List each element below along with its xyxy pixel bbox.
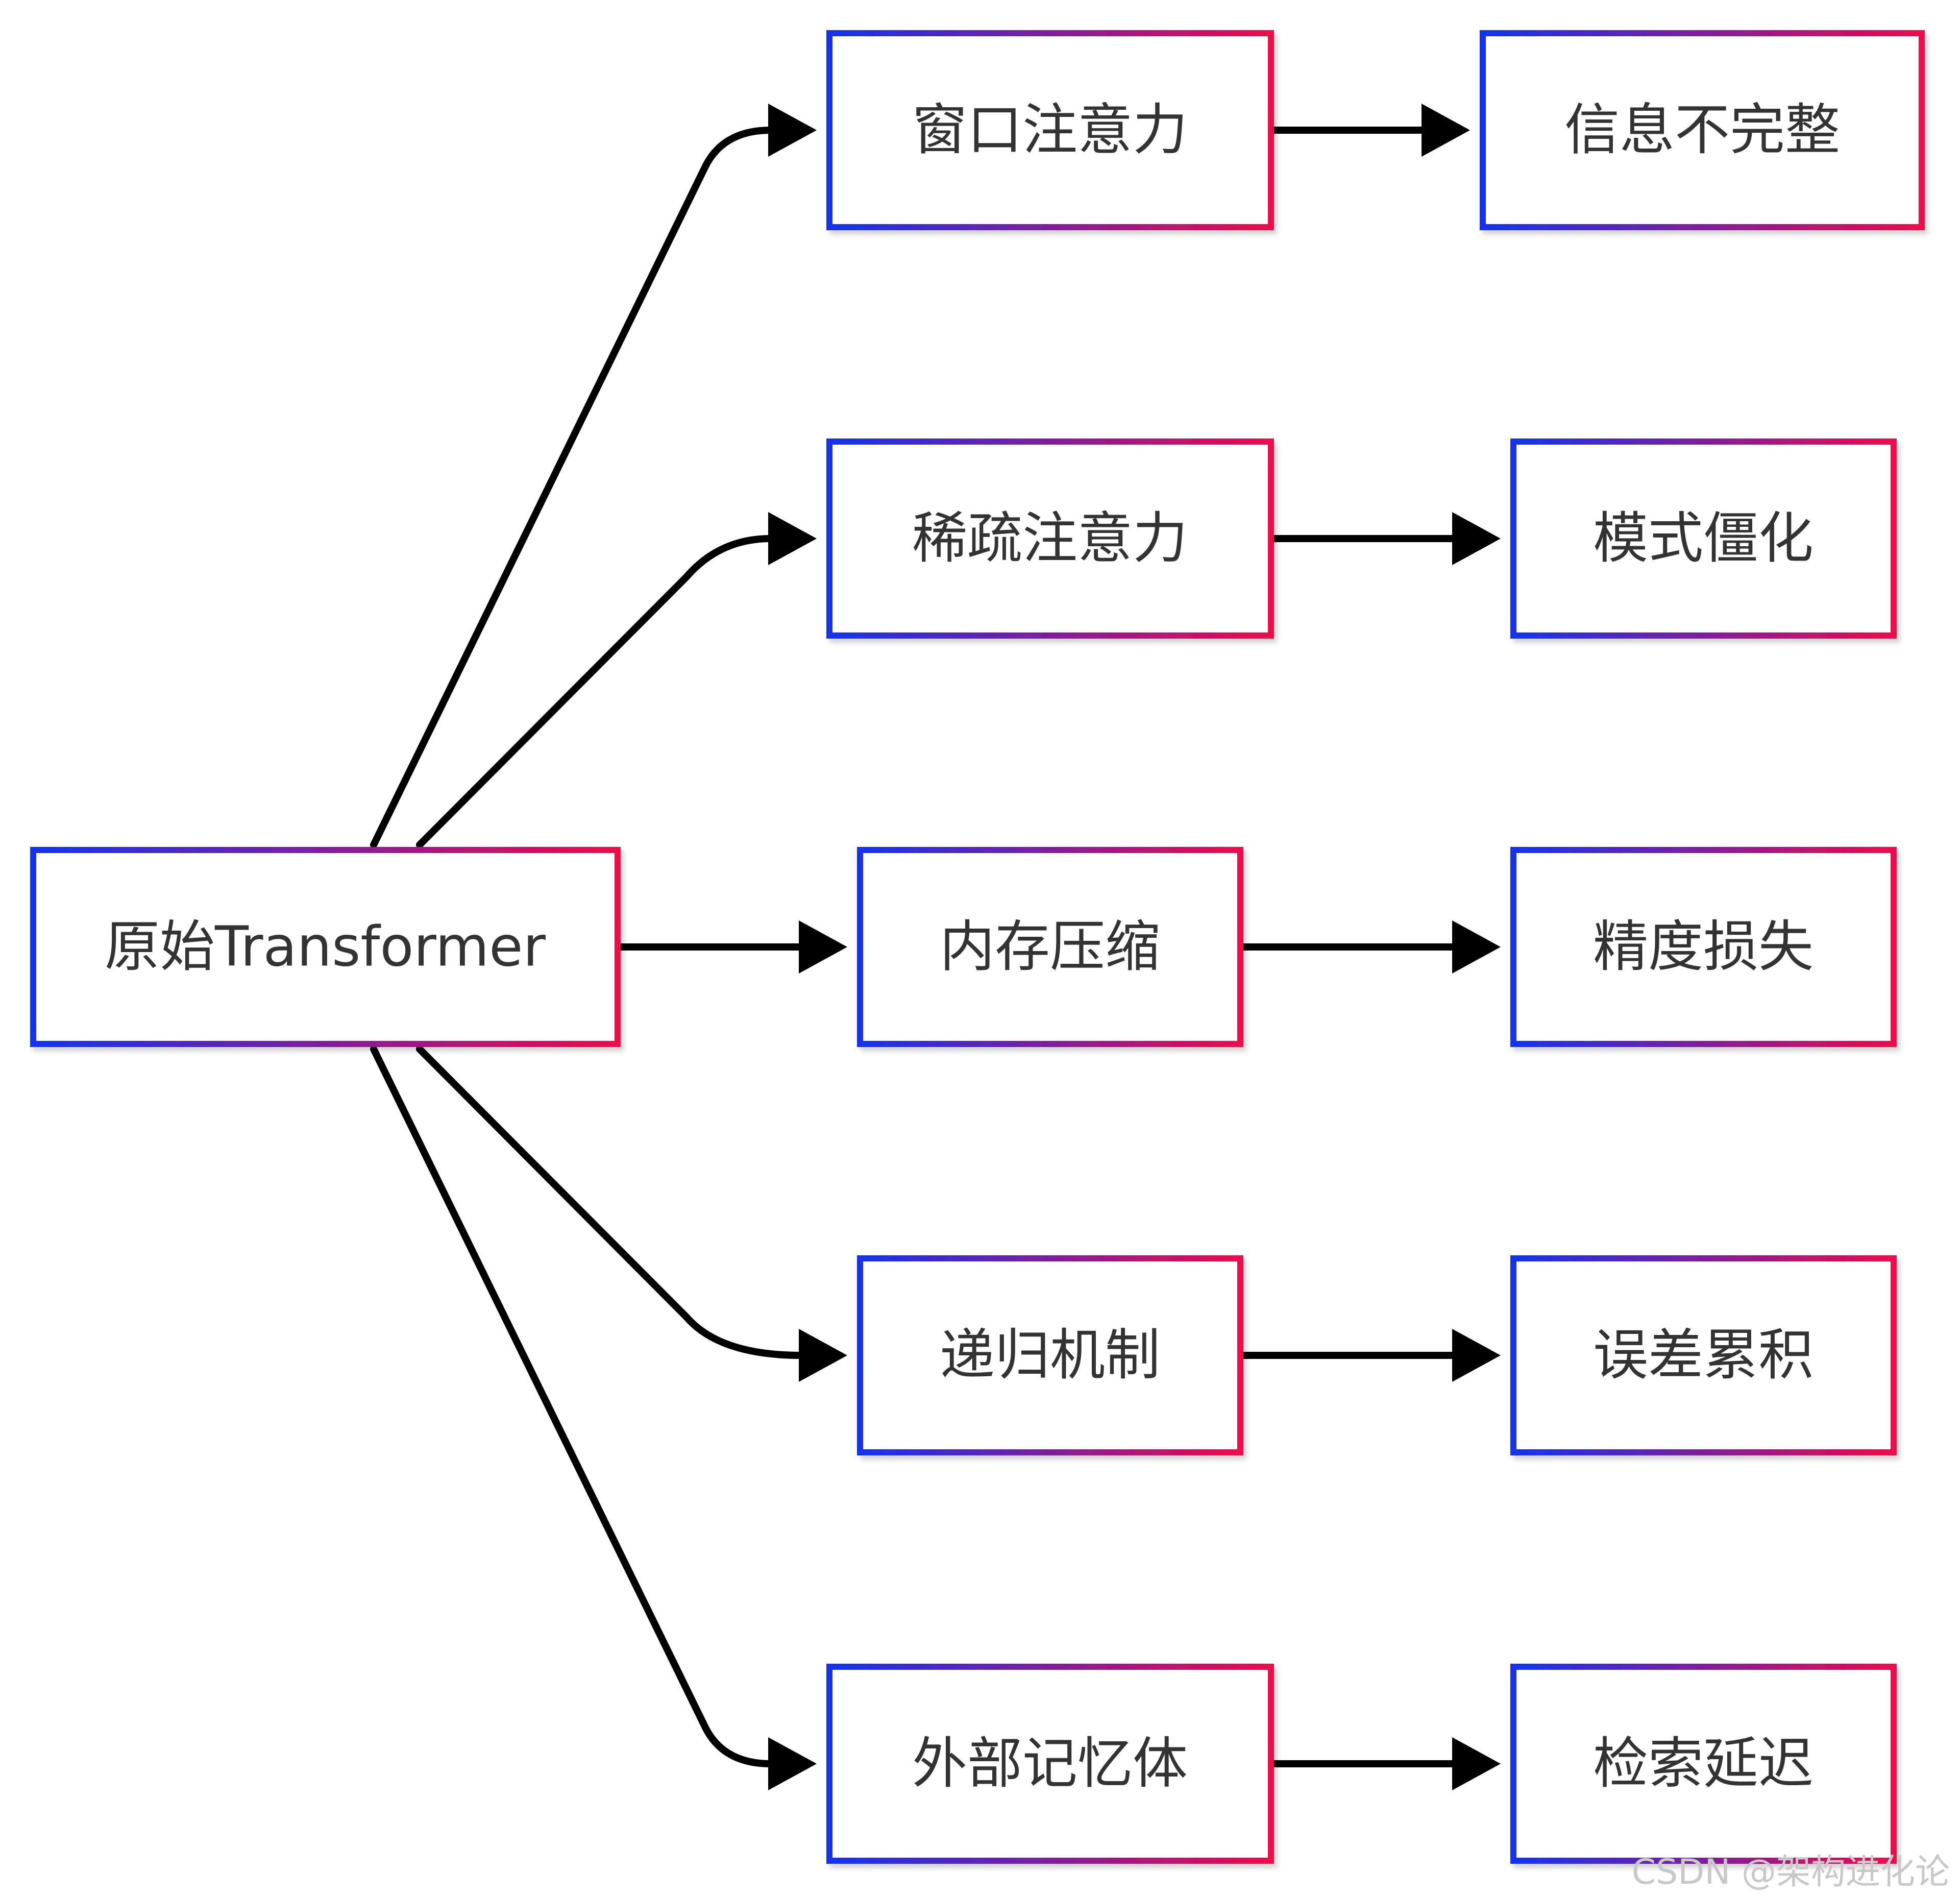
node-window-attention-label: 窗口注意力	[912, 99, 1188, 162]
node-sparse-attention-label: 稀疏注意力	[912, 507, 1188, 571]
node-root: 原始Transformer	[30, 847, 621, 1047]
edge-root-to-external-memory	[370, 1045, 774, 1767]
node-error-accumulation-label: 误差累积	[1593, 1324, 1814, 1388]
node-rigid-patterns-label: 模式僵化	[1593, 507, 1814, 571]
node-recurrent-mechanism: 递归机制	[857, 1255, 1243, 1455]
node-retrieval-latency-label: 检索延迟	[1593, 1732, 1814, 1796]
arrowhead-memory-compression	[799, 920, 847, 974]
arrowhead-error-accumulation	[1452, 1329, 1501, 1382]
edge-root-to-window-attention	[370, 127, 774, 848]
node-rigid-patterns-box	[1510, 439, 1897, 639]
edges	[370, 127, 1458, 1767]
arrowheads	[768, 104, 1501, 1790]
node-error-accumulation-box	[1510, 1255, 1897, 1455]
edge-root-to-recurrent-mechanism	[416, 1045, 805, 1359]
node-sparse-attention: 稀疏注意力	[826, 439, 1274, 639]
node-precision-loss: 精度损失	[1510, 847, 1897, 1047]
arrowhead-sparse-attention	[768, 512, 817, 565]
arrowhead-external-memory	[768, 1737, 817, 1790]
node-root-label: 原始Transformer	[105, 915, 546, 979]
node-memory-compression: 内存压缩	[857, 847, 1243, 1047]
arrowhead-window-attention	[768, 104, 817, 157]
arrowhead-rigid-patterns	[1452, 512, 1501, 565]
node-precision-loss-box	[1510, 847, 1897, 1047]
node-error-accumulation: 误差累积	[1510, 1255, 1897, 1455]
node-memory-compression-box	[857, 847, 1243, 1047]
node-incomplete-info: 信息不完整	[1480, 30, 1925, 230]
node-retrieval-latency: 检索延迟	[1510, 1664, 1897, 1864]
arrowhead-incomplete-info	[1422, 104, 1470, 157]
node-incomplete-info-box	[1480, 30, 1925, 230]
node-sparse-attention-box	[826, 439, 1274, 639]
node-recurrent-mechanism-label: 递归机制	[940, 1324, 1160, 1388]
arrowhead-recurrent-mechanism	[799, 1329, 847, 1382]
node-root-box	[30, 847, 621, 1047]
arrowhead-retrieval-latency	[1452, 1737, 1501, 1790]
node-retrieval-latency-box	[1510, 1664, 1897, 1864]
node-external-memory: 外部记忆体	[826, 1664, 1274, 1864]
node-window-attention-box	[826, 30, 1274, 230]
node-rigid-patterns: 模式僵化	[1510, 439, 1897, 639]
watermark-text: CSDN @架构进化论	[1632, 1852, 1950, 1892]
node-external-memory-box	[826, 1664, 1274, 1864]
edge-root-to-sparse-attention	[416, 535, 774, 848]
node-incomplete-info-label: 信息不完整	[1564, 99, 1840, 162]
node-memory-compression-label: 内存压缩	[940, 915, 1160, 979]
node-window-attention: 窗口注意力	[826, 30, 1274, 230]
arrowhead-precision-loss	[1452, 920, 1501, 974]
node-external-memory-label: 外部记忆体	[912, 1732, 1188, 1796]
node-precision-loss-label: 精度损失	[1593, 915, 1814, 979]
node-recurrent-mechanism-box	[857, 1255, 1243, 1455]
